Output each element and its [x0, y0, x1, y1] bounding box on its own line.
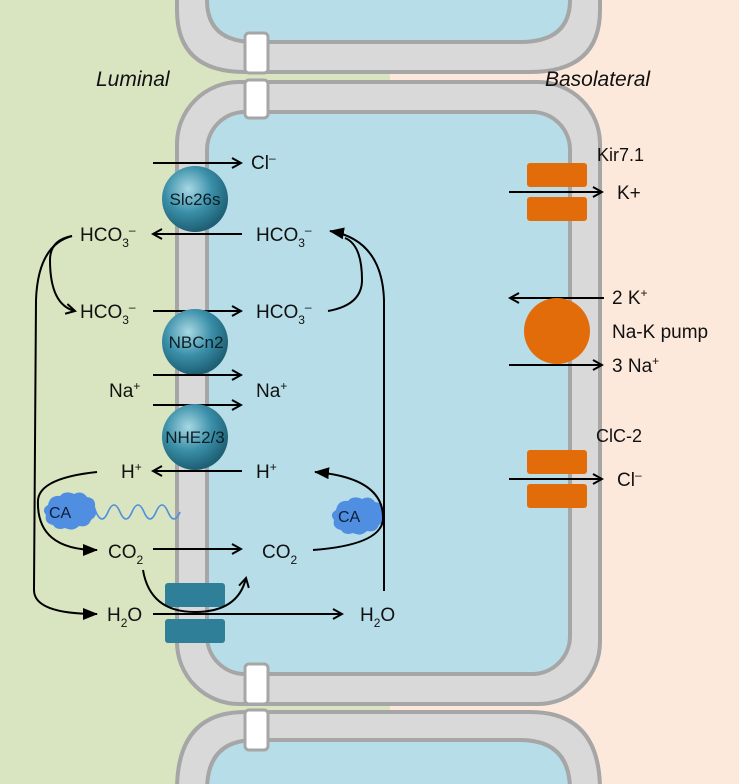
hco3-intracellular-label-1: HCO3–	[256, 223, 312, 250]
ca-luminal-label: CA	[49, 505, 72, 522]
kir71-label: Kir7.1	[597, 145, 644, 165]
nbcn2-transporter	[162, 309, 228, 375]
cl-intracellular-label: Cl–	[251, 151, 276, 174]
k-basolateral-label: K+	[617, 183, 641, 204]
carbonic-anhydrase-icon	[43, 492, 97, 530]
kir71-channel-top	[527, 163, 587, 187]
na-k-pump	[524, 298, 590, 364]
hco3-intracellular-link-arrow	[327, 237, 364, 312]
co2-aquaporin-arrow	[142, 569, 246, 614]
nhe23-label: NHE2/3	[165, 428, 225, 447]
lower-neighbor-cell	[175, 710, 602, 784]
na-k-pump-label: Na-K pump	[612, 322, 708, 343]
nbcn2-label: NBCn2	[169, 333, 224, 352]
slc26s-label: Slc26s	[169, 190, 220, 209]
h-intracellular-label: H+	[256, 460, 277, 483]
na-intracellular-label: Na+	[256, 379, 287, 402]
cl-basolateral-label: Cl–	[617, 468, 642, 491]
h-luminal-label: H+	[121, 460, 142, 483]
hco3-intracellular-label-2: HCO3–	[256, 300, 312, 327]
h2o-intracellular-label: H2O	[360, 605, 395, 630]
tight-junction-bottom	[243, 662, 270, 752]
hco3-luminal-label-2: HCO3–	[80, 300, 136, 327]
aquaporin-channel-top	[165, 583, 225, 607]
h2o-to-hco3-arrow	[329, 227, 385, 591]
k-pump-label: 2 K+	[612, 286, 648, 309]
clc2-channel-top	[527, 450, 587, 474]
tight-junction-top	[243, 31, 270, 120]
na-luminal-label: Na+	[109, 379, 140, 402]
hco3-luminal-label-1: HCO3–	[80, 223, 136, 250]
basolateral-label: Basolateral	[545, 68, 651, 91]
ca-membrane-anchor	[83, 504, 181, 520]
nhe23-transporter	[162, 404, 228, 470]
slc26s-transporter	[162, 166, 228, 232]
aquaporin-channel-bottom	[165, 619, 225, 643]
kir71-channel-bottom	[527, 197, 587, 221]
clc2-label: ClC-2	[596, 426, 642, 446]
luminal-label: Luminal	[96, 68, 171, 91]
upper-neighbor-cell	[175, 0, 602, 74]
h2o-luminal-label: H2O	[107, 605, 142, 630]
h2o-luminal-path-arrow	[32, 235, 98, 620]
co2-luminal-label: CO2	[108, 542, 144, 567]
main-epithelial-cell	[175, 80, 602, 706]
ca-intracellular-label: CA	[338, 509, 361, 526]
na-pump-label: 3 Na+	[612, 354, 659, 377]
clc2-channel-bottom	[527, 484, 587, 508]
co2-luminal-path-arrow	[36, 471, 98, 556]
carbonic-anhydrase-icon-intracellular	[331, 497, 385, 535]
co2-intracellular-label: CO2	[262, 542, 298, 567]
